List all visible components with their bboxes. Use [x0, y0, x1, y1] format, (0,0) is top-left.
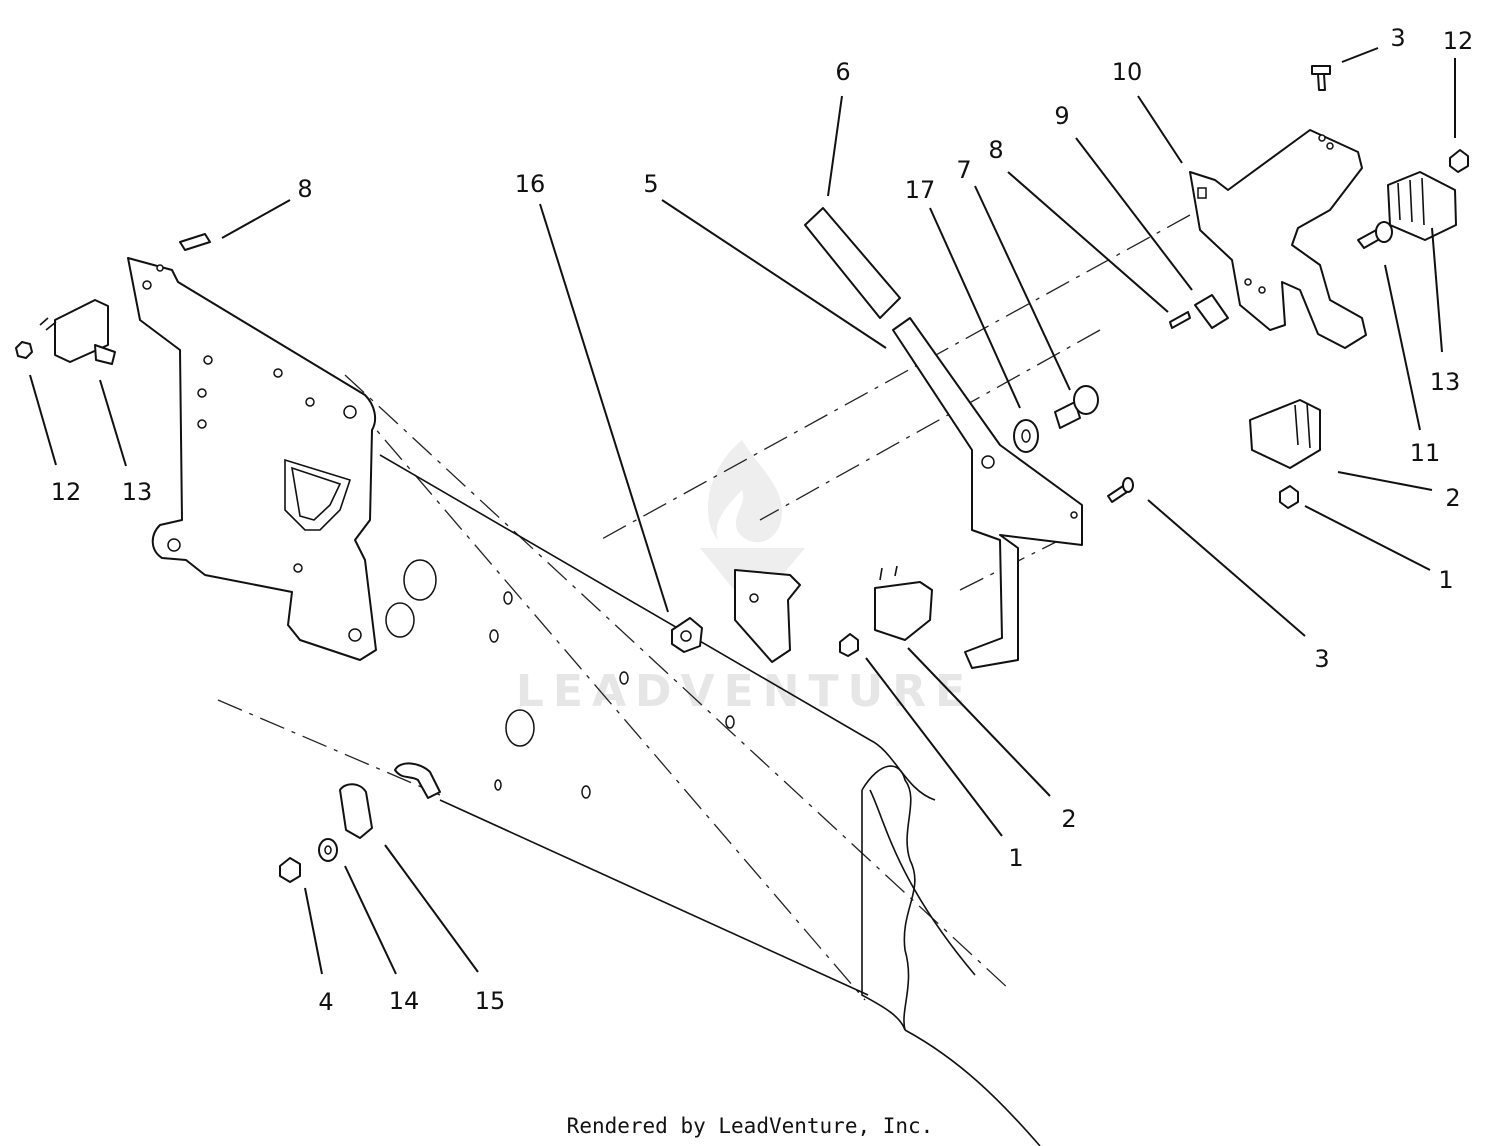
- callout-10: 10: [1112, 58, 1143, 86]
- callout-14: 14: [389, 987, 420, 1015]
- callout-2-right: 2: [1445, 484, 1460, 512]
- leader-lines: [29, 47, 1456, 975]
- callout-15: 15: [475, 987, 506, 1015]
- middle-bracket: [671, 569, 801, 663]
- pin-and-screw: [1169, 294, 1229, 329]
- callout-1-right: 1: [1438, 566, 1453, 594]
- footer-credit: Rendered by LeadVenture, Inc.: [567, 1114, 934, 1138]
- flame-logo-icon: [707, 440, 782, 543]
- right-lower-switch: [1249, 399, 1321, 509]
- callout-9: 9: [1054, 102, 1069, 130]
- chassis-frame: [379, 454, 1041, 1146]
- washer-bolt: [1013, 385, 1099, 453]
- callout-6: 6: [835, 58, 850, 86]
- callout-3-right: 3: [1314, 645, 1329, 673]
- left-mounting-plate: [127, 257, 377, 661]
- callout-11: 11: [1410, 439, 1441, 467]
- callout-12-left: 12: [51, 478, 82, 506]
- callout-5: 5: [643, 170, 658, 198]
- assembly-centerlines: [217, 214, 1191, 1001]
- callout-16: 16: [515, 170, 546, 198]
- right-bracket: [1189, 129, 1367, 349]
- callout-7: 7: [956, 156, 971, 184]
- top-screw: [1311, 65, 1331, 91]
- control-lever: [892, 317, 1083, 669]
- callout-8-mid: 8: [988, 136, 1003, 164]
- callout-8-left: 8: [297, 175, 312, 203]
- left-switch-assembly: [15, 233, 211, 365]
- callout-13-right: 13: [1430, 368, 1461, 396]
- callout-1-mid: 1: [1008, 844, 1023, 872]
- panel-holes: [385, 559, 735, 799]
- watermark-text: LEADVENTURE: [516, 666, 974, 717]
- callout-3-top: 3: [1390, 24, 1405, 52]
- callout-4: 4: [318, 988, 333, 1016]
- callout-17: 17: [905, 176, 936, 204]
- right-screw: [1107, 477, 1134, 503]
- lower-fasteners: [279, 762, 441, 883]
- callout-2-mid: 2: [1061, 805, 1076, 833]
- right-upper-switch: [1357, 149, 1469, 249]
- callout-labels: 3 12 10 6 9 8 7 17 16 5 8 12 13 13 11 2 …: [51, 24, 1474, 1016]
- callout-12-top: 12: [1443, 27, 1474, 55]
- callout-13-left: 13: [122, 478, 153, 506]
- handle-grip: [804, 207, 901, 319]
- middle-switch-assembly: [839, 565, 933, 657]
